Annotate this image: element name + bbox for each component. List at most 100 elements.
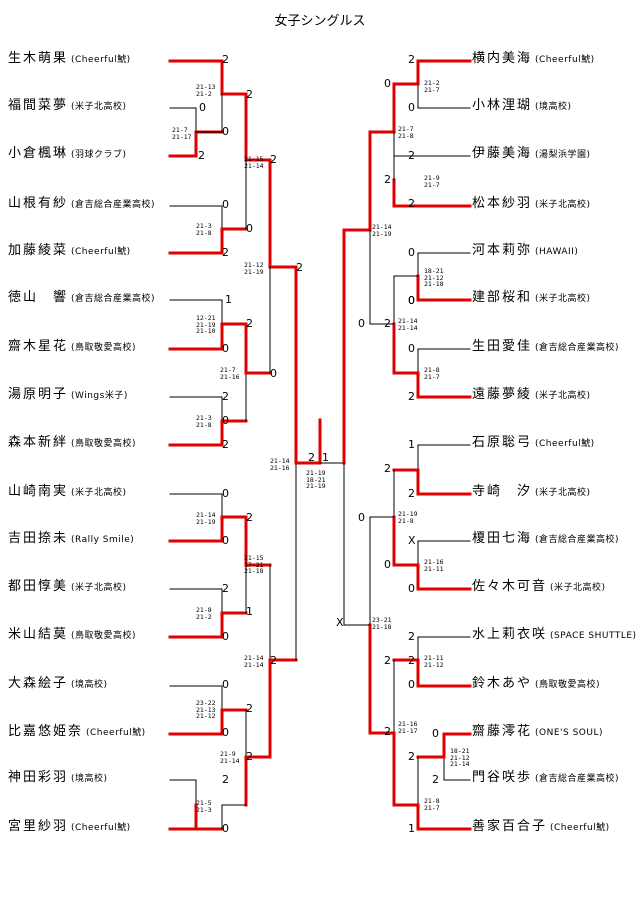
result-mark-12: 2 [222,438,229,451]
result-mark-29: 0 [270,367,277,380]
player-name: 吉田捺未 [8,531,69,546]
left-player-11: 吉田捺未(Rally Smile) [8,531,134,548]
result-mark-59: 0 [358,317,365,330]
match-score-13: 21-14 21-14 [244,654,264,669]
result-mark-41: 2 [384,317,391,330]
result-mark-50: 0 [384,558,391,571]
match-score-16: 21-5 21-3 [196,799,212,814]
match-score-3: 21-15 21-14 [244,155,264,170]
page-title: 女子シングルス [274,14,366,29]
result-mark-57: 1 [408,822,415,835]
player-club: (Cheerful鯱) [71,823,131,833]
result-mark-19: 2 [270,654,277,667]
player-club: (Cheerful鯱) [86,728,146,738]
player-club: (Rally Smile) [71,535,135,545]
match-score-8: 21-3 21-8 [196,414,212,429]
player-club: (境高校) [71,774,108,784]
match-score-18: 21-2 21-7 [424,79,440,94]
result-mark-58: 2 [384,725,391,738]
player-name: 遠藤夢綾 [472,387,533,402]
player-name: 河本莉弥 [472,243,533,258]
player-name: 松本紗羽 [472,196,533,211]
player-name: 神田彩羽 [8,770,69,785]
left-player-7: 齋木星花(鳥取敬愛高校) [8,339,136,356]
result-mark-22: 2 [246,750,253,763]
left-player-1: 生木萌果(Cheerful鯱) [8,51,131,68]
player-club: (米子北高校) [535,488,591,498]
player-club: (倉吉総合産業高校) [535,535,620,545]
player-club: (倉吉総合産業高校) [71,200,156,210]
player-name: 宮里紗羽 [8,819,69,834]
player-club: (倉吉総合産業高校) [535,774,620,784]
left-player-16: 神田彩羽(境高校) [8,770,108,787]
player-club: (米子北高校) [71,102,127,112]
result-mark-3: 0 [222,125,229,138]
player-name: 伊藤美海 [472,146,533,161]
player-name: 門谷咲歩 [472,770,533,785]
result-mark-23: 0 [222,726,229,739]
result-mark-21: 2 [246,702,253,715]
right-player-15: 齋藤澪花(ONE'S SOUL) [472,724,603,741]
result-mark-26: 2 [246,88,253,101]
result-mark-46: 0 [358,511,365,524]
left-player-3: 小倉楓琳(羽球クラブ) [8,146,127,163]
result-mark-32: 1 [322,451,329,464]
player-name: 建部桜和 [472,290,533,305]
result-mark-5: 0 [222,198,229,211]
match-score-27: 23-21 21-18 [372,616,392,631]
result-mark-15: 0 [222,534,229,547]
player-club: (倉吉総合産業高校) [535,343,620,353]
match-score-21: 21-14 21-19 [372,223,392,238]
player-club: (倉吉総合産業高校) [71,294,156,304]
match-score-4: 21-3 21-8 [196,222,212,237]
player-name: 横内美海 [472,51,533,66]
player-name: 大森絵子 [8,676,69,691]
result-mark-2: 0 [199,101,206,114]
result-mark-13: 0 [222,487,229,500]
left-player-10: 山崎南実(米子北高校) [8,484,127,501]
player-name: 水上莉衣咲 [472,627,548,642]
result-mark-48: X [408,534,416,547]
match-score-20: 21-9 21-7 [424,174,440,189]
result-mark-20: 0 [222,678,229,691]
result-mark-47: 2 [408,487,415,500]
result-mark-42: 0 [408,342,415,355]
match-score-2: 21-7 21-17 [172,126,192,141]
right-player-14: 鈴木あや(鳥取敬愛高校) [472,676,600,693]
right-player-16: 門谷咲歩(倉吉総合産業高校) [472,770,619,787]
match-score-7: 21-7 21-16 [220,366,240,381]
player-name: 米山結莫 [8,627,69,642]
match-score-17: 21-19 18-21 21-19 [306,469,326,490]
result-mark-56: 2 [432,773,439,786]
result-mark-34: 0 [408,101,415,114]
player-name: 湯原明子 [8,387,69,402]
right-player-1: 横内美海(Cheerful鯱) [472,51,595,68]
result-mark-61: 2 [408,654,415,667]
result-mark-28: 0 [246,222,253,235]
right-player-8: 遠藤夢綾(米子北高校) [472,387,591,404]
result-mark-39: 0 [408,246,415,259]
result-mark-18: 0 [222,630,229,643]
result-mark-60: 0 [408,294,415,307]
result-mark-4: 2 [198,149,205,162]
right-player-12: 佐々木可音(米子北高校) [472,579,606,596]
player-club: (Cheerful鯱) [71,55,131,65]
match-score-25: 21-19 21-8 [398,510,418,525]
result-mark-33: 2 [408,53,415,66]
player-name: 寺崎 汐 [472,484,533,499]
left-player-2: 福間菜夢(米子北高校) [8,98,127,115]
player-club: (米子北高校) [550,583,606,593]
match-score-9: 21-14 21-16 [270,457,290,472]
right-player-3: 伊藤美海(湯梨浜学園) [472,146,591,163]
result-mark-31: 2 [308,451,315,464]
result-mark-54: 0 [432,727,439,740]
left-player-4: 山根有紗(倉吉総合産業高校) [8,196,155,213]
result-mark-45: 2 [384,462,391,475]
player-name: 生木萌果 [8,51,69,66]
match-score-10: 21-14 21-19 [196,511,216,526]
player-club: (境高校) [535,102,572,112]
player-name: 佐々木可音 [472,579,548,594]
result-mark-16: 2 [222,582,229,595]
player-name: 鈴木あや [472,676,533,691]
